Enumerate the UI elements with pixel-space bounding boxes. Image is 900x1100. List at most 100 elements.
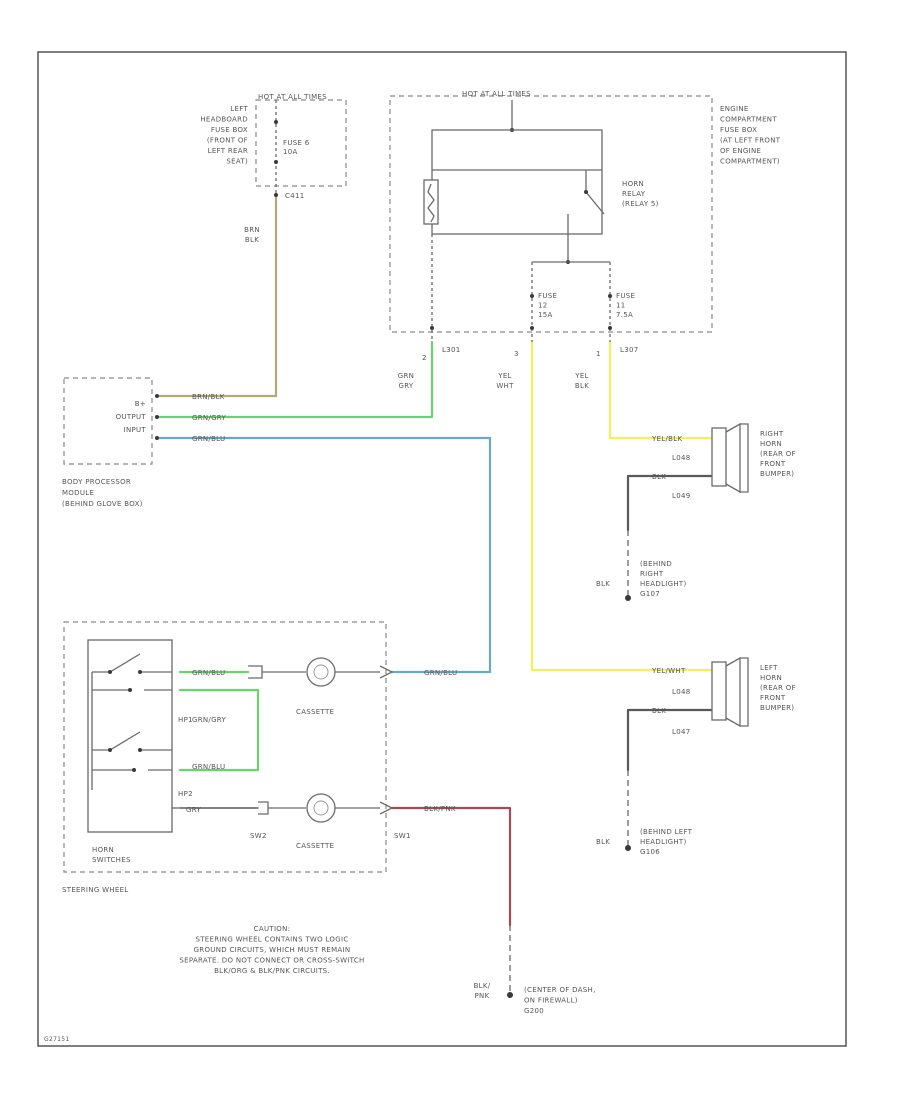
right-horn-label-line-5: BUMPER) bbox=[760, 470, 794, 478]
bpm-pin-labels-line-1: B+ bbox=[135, 400, 146, 408]
bpm-pin-labels-line-3: INPUT bbox=[124, 426, 147, 434]
switch-1-dot-b bbox=[138, 670, 142, 674]
fuse11-label-line-3: 7.5A bbox=[616, 311, 633, 319]
switch-3-dot-a bbox=[108, 748, 112, 752]
pin-3-label: 3 bbox=[514, 350, 519, 358]
caution-note-line-1: CAUTION: bbox=[254, 925, 291, 933]
left-horn-label-line-2: HORN bbox=[760, 674, 782, 682]
switch-2-dot bbox=[128, 688, 132, 692]
switch-4-dot bbox=[132, 768, 136, 772]
bpm-wire-labels-line-2: GRN/GRY bbox=[192, 414, 227, 422]
fuse6-label-line-2: 10A bbox=[283, 148, 298, 156]
fuse6-label-line-1: FUSE 6 bbox=[283, 139, 310, 147]
wire-grn-gry bbox=[155, 340, 434, 419]
right-horn-symbol bbox=[711, 422, 749, 494]
left-fuse-box-name-line-2: HEADBOARD bbox=[200, 116, 248, 124]
switch-wire-labels-line-1: GRN/BLU bbox=[192, 669, 225, 677]
sw2-label: SW2 bbox=[250, 832, 267, 840]
bpm-name-line-1: BODY PROCESSOR bbox=[62, 478, 131, 486]
dash-ground-label-line-2: ON FIREWALL) bbox=[524, 997, 578, 1005]
bpm-wire-labels-line-3: GRN/BLU bbox=[192, 435, 225, 443]
wire-right-horn-ground bbox=[626, 474, 714, 532]
fuse11-out-dot bbox=[608, 326, 612, 330]
bpm-pin-3 bbox=[155, 436, 159, 440]
fuse12-label-line-2: 12 bbox=[538, 302, 548, 310]
caution-note-line-4: SEPARATE. DO NOT CONNECT OR CROSS-SWITCH bbox=[179, 957, 364, 965]
wire-brn-blk bbox=[155, 193, 278, 398]
left-fuse-box-name-line-6: SEAT) bbox=[226, 158, 248, 166]
caution-note-line-5: BLK/ORG & BLK/PNK CIRCUITS. bbox=[214, 967, 330, 975]
cassette-1-symbol bbox=[306, 657, 336, 687]
engine-fuse-box-name-line-3: FUSE BOX bbox=[720, 126, 757, 134]
c411-label: C411 bbox=[285, 192, 304, 200]
yel-blk-label: YEL BLK bbox=[574, 372, 589, 390]
fuse11-label-line-2: 11 bbox=[616, 302, 626, 310]
engine-fuse-box-name-line-4: (AT LEFT FRONT bbox=[720, 137, 781, 145]
blk-pnk-bottom-label: BLK/PNK bbox=[474, 982, 491, 1000]
left-horn-label-line-3: (REAR OF bbox=[760, 684, 796, 692]
dash-ground-dot bbox=[507, 992, 513, 998]
gry-label: GRY bbox=[186, 806, 201, 814]
right-horn-label-line-1: RIGHT bbox=[760, 430, 784, 438]
right-horn-label-line-4: FRONT bbox=[760, 460, 786, 468]
caution-note: CAUTION:STEERING WHEEL CONTAINS TWO LOGI… bbox=[179, 925, 364, 975]
right-ground-label-line-4: G107 bbox=[640, 590, 660, 598]
engine-fuse-box-name-line-6: COMPARTMENT) bbox=[720, 158, 780, 166]
right-horn-wire-labels-line-2: BLK bbox=[652, 473, 666, 481]
relay-coil-zigzag bbox=[427, 183, 435, 223]
l301-label: L301 bbox=[442, 346, 460, 354]
figure-id: G27151 bbox=[44, 1036, 70, 1043]
bpm-pin-2 bbox=[155, 415, 159, 419]
sw1-connector-top bbox=[379, 665, 394, 679]
cassette-2-label: CASSETTE bbox=[296, 842, 334, 850]
engine-fuse-box-name-line-5: OF ENGINE bbox=[720, 147, 761, 155]
right-horn-wire-labels-line-1: YEL/BLK bbox=[651, 435, 682, 443]
dash-ground-label: (CENTER OF DASH,ON FIREWALL)G200 bbox=[524, 986, 596, 1015]
left-ground-label-line-3: G106 bbox=[640, 848, 660, 856]
brn-blk-label-line-1: BRN bbox=[244, 226, 260, 234]
yel-blk-label-line-2: BLK bbox=[575, 382, 589, 390]
dash-ground-label-line-1: (CENTER OF DASH, bbox=[524, 986, 596, 994]
switch-1-dot-a bbox=[108, 670, 112, 674]
l047-label: L047 bbox=[672, 728, 690, 736]
hp1-label: HP1 bbox=[178, 716, 193, 724]
right-ground-dot bbox=[625, 595, 631, 601]
left-fuse-box-name-line-1: LEFT bbox=[230, 105, 248, 113]
wire-grn-blu bbox=[155, 436, 492, 674]
l049-label: L049 bbox=[672, 492, 690, 500]
fuse12-dot bbox=[530, 294, 534, 298]
right-ground-label-line-3: HEADLIGHT) bbox=[640, 580, 687, 588]
bpm-name-line-3: (BEHIND GLOVE BOX) bbox=[62, 500, 143, 508]
sw2-connector-bottom bbox=[258, 801, 269, 815]
hp2-label: HP2 bbox=[178, 790, 193, 798]
fuse12-label-line-1: FUSE bbox=[538, 292, 557, 300]
switch-3-dot-b bbox=[138, 748, 142, 752]
yel-blk-label-line-1: YEL bbox=[574, 372, 589, 380]
left-fuse-box-outline bbox=[255, 99, 347, 187]
bpm-pin-1 bbox=[155, 394, 159, 398]
cassette-1-label: CASSETTE bbox=[296, 708, 334, 716]
caution-note-line-3: GROUND CIRCUITS, WHICH MUST REMAIN bbox=[194, 946, 351, 954]
steering-wheel-outline bbox=[63, 621, 387, 873]
fuse12-label-line-3: 15A bbox=[538, 311, 553, 319]
fuse12-out-dot bbox=[530, 326, 534, 330]
cassette-2-inner bbox=[313, 800, 329, 816]
brn-blk-label-line-2: BLK bbox=[245, 236, 259, 244]
left-ground-dot bbox=[625, 845, 631, 851]
blk-right-label: BLK bbox=[596, 580, 610, 588]
wire-yel-wht bbox=[530, 340, 714, 672]
hot-label-left: HOT AT ALL TIMES bbox=[258, 93, 327, 101]
right-horn-wire-labels: YEL/BLK BLK bbox=[651, 435, 682, 481]
